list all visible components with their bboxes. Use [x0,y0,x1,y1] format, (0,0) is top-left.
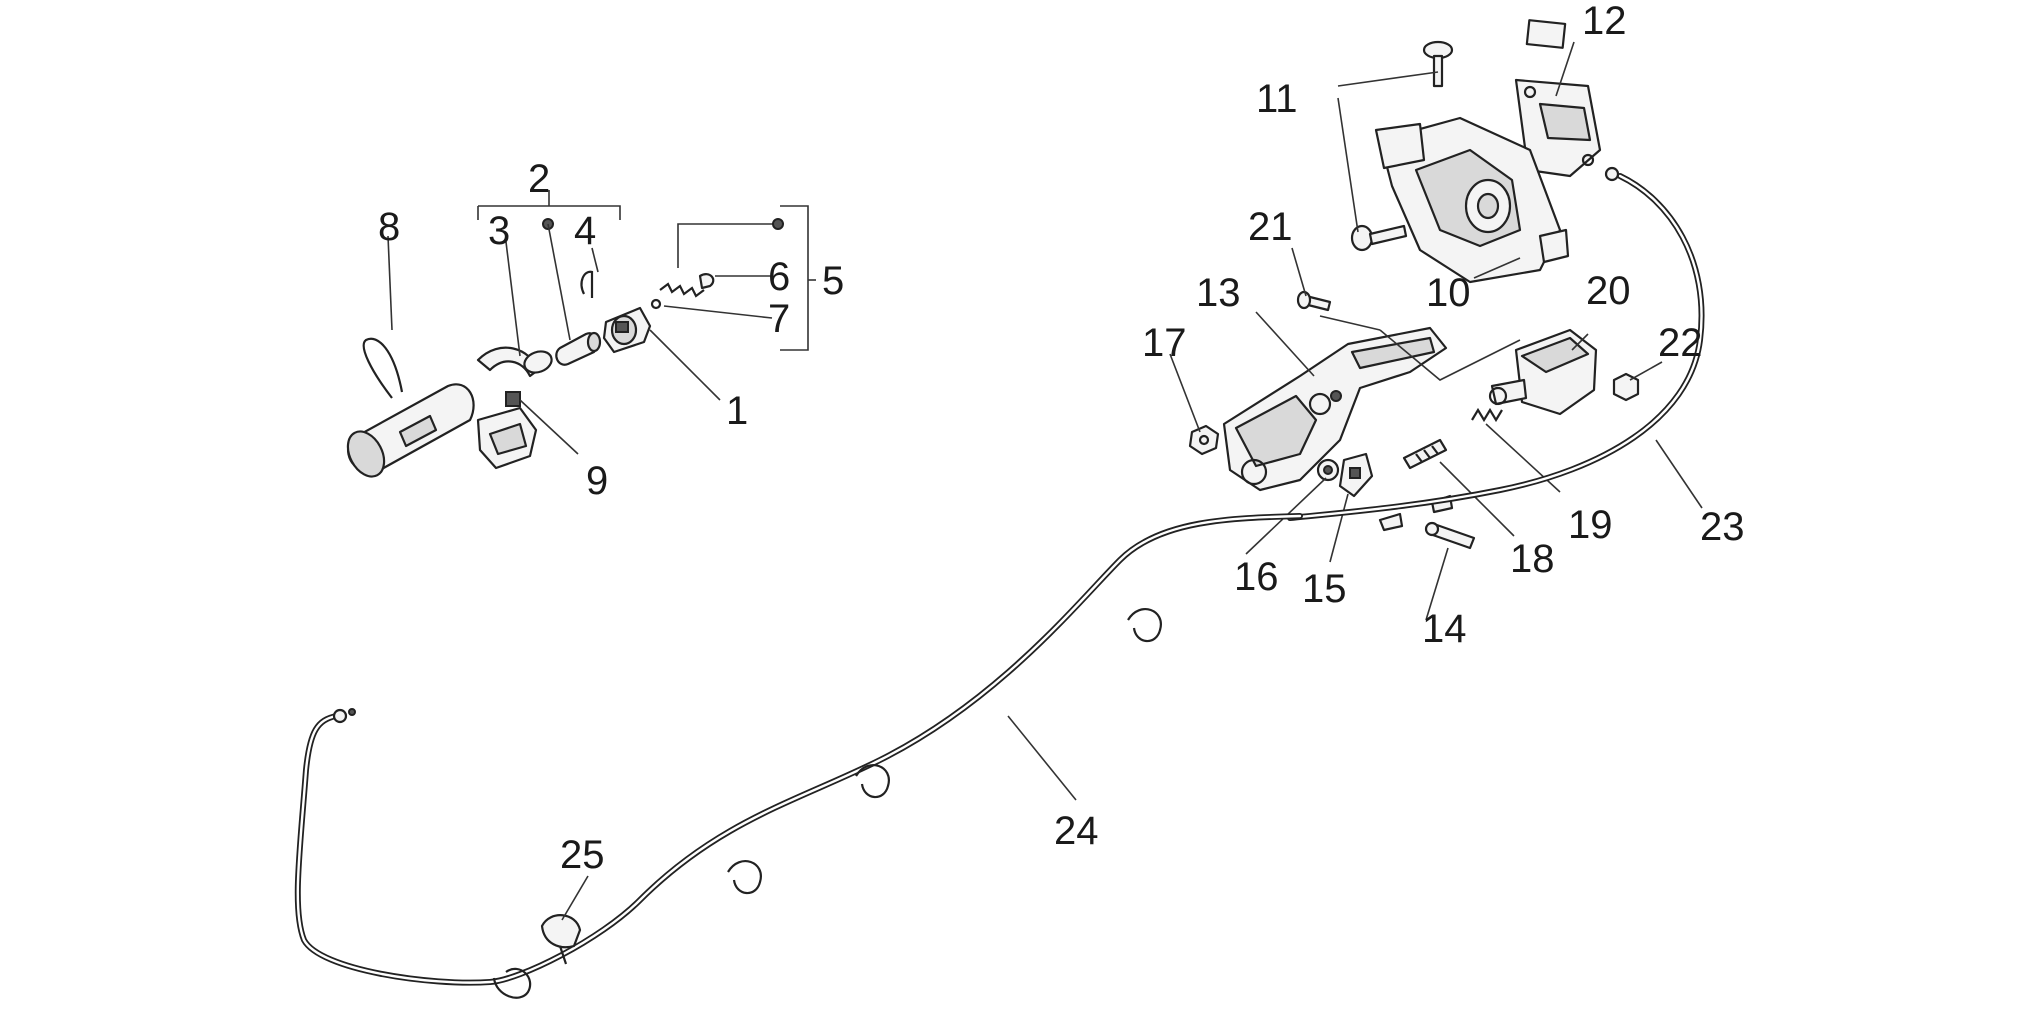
actuator-part-20 [1488,328,1598,416]
callout-13: 13 [1196,271,1241,315]
callout-15: 15 [1302,567,1347,611]
spring-part-6 [659,282,705,298]
pivot-part-16 [1316,458,1340,482]
pad-part-12 [1525,19,1567,49]
callout-4: 4 [574,209,596,253]
callout-22: 22 [1658,321,1703,365]
callout-21: 21 [1248,205,1293,249]
screw-part-11-top [1422,40,1454,88]
latch-plate-part-13 [1222,326,1448,492]
clip-part-15 [1338,452,1374,498]
callout-10: 10 [1426,271,1471,315]
callout-14: 14 [1422,607,1467,651]
latch-assembly-group [1188,19,1640,550]
hinge-plate-part-12 [1514,78,1602,178]
cable-part-23 [1287,166,1705,521]
callout-3: 3 [488,209,510,253]
callout-25: 25 [560,833,605,877]
lock-assembly-group [346,270,715,478]
spring-part-19 [1471,407,1503,423]
callout-2: 2 [528,157,550,201]
washer-part-3 [523,350,553,374]
screw-part-11-bottom [1350,224,1408,252]
spring-pin-part-18 [1402,438,1448,470]
latch-bracket-part-10 [1374,116,1570,284]
wire-clip-part-8 [362,337,404,399]
ring-part-7 [650,298,662,310]
callout-20: 20 [1586,269,1631,313]
callout-23: 23 [1700,505,1745,549]
lock-pin-part-2 [555,331,602,366]
nut-part-17 [1188,424,1220,456]
callout-18: 18 [1510,537,1555,581]
lock-bracket-part-9 [476,346,540,470]
lock-leader-lines [387,190,816,455]
callout-7: 7 [768,297,790,341]
spring-clip-part-4 [580,270,594,298]
callout-labels: 1 2 3 4 5 6 7 8 9 10 11 12 13 14 15 16 1… [378,0,1745,877]
cable-clip-part-25 [540,914,582,965]
callout-6: 6 [768,255,790,299]
callout-17: 17 [1142,321,1187,365]
callout-24: 24 [1054,809,1099,853]
callout-1: 1 [726,389,748,433]
callout-5: 5 [822,259,844,303]
callout-8: 8 [378,205,400,249]
cable-part-24 [294,513,1303,999]
latch-leader-lines [1169,41,1703,621]
nut-part-22 [1612,372,1640,402]
callout-16: 16 [1234,555,1279,599]
callout-12: 12 [1582,0,1627,43]
callout-9: 9 [586,459,608,503]
rotor-part-1 [602,306,652,354]
lock-cylinder-body [346,383,475,478]
cable-leader-lines [561,715,1077,921]
callout-11: 11 [1256,77,1298,121]
callout-19: 19 [1568,503,1613,547]
